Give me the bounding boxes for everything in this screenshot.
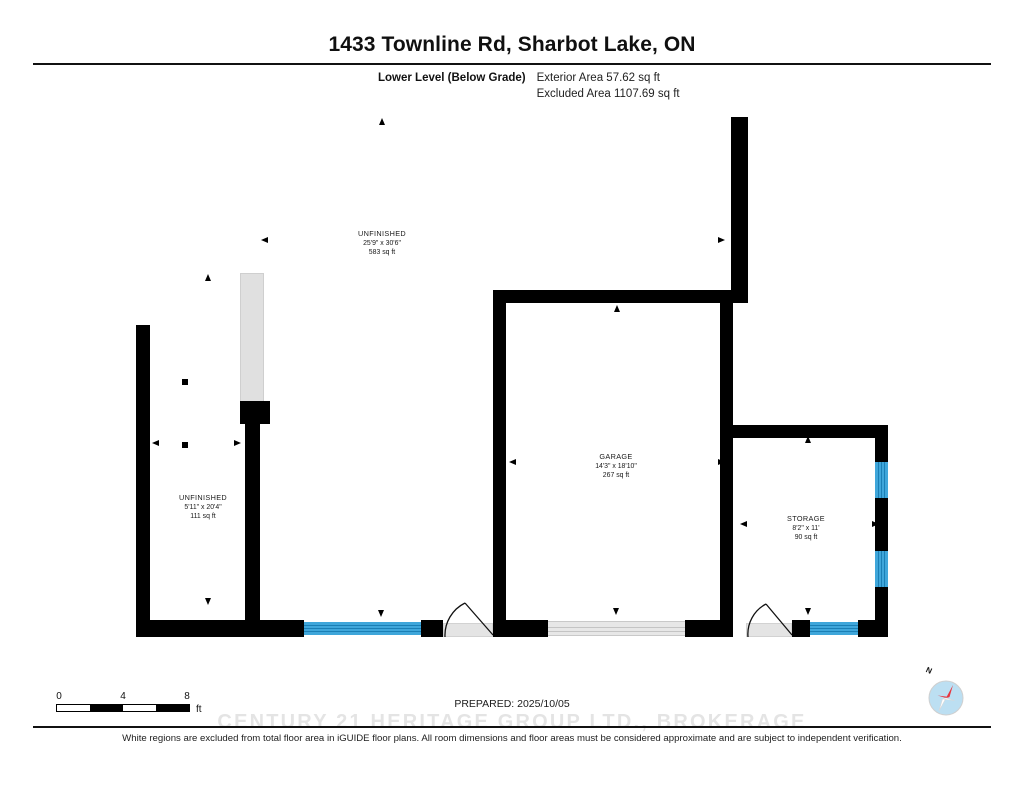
wall-node-storage-bottom [792,620,810,637]
room-dimensions: 5'11" x 20'4" [184,503,222,511]
scale-unit-label: ft [196,704,202,715]
footer-divider [33,726,991,728]
wall-storage-top [733,425,888,438]
scale-tick-8: 8 [184,691,190,702]
partition-light-wall [240,273,264,402]
wall-garage-right [720,290,733,630]
room-area: 111 sq ft [190,513,216,520]
prepared-date: PREPARED: 2025/10/05 [454,698,570,710]
dim-arrow-garage-bottom [613,608,619,615]
scale-tick-4: 4 [120,691,126,702]
compass-rose: N [924,665,968,720]
dim-arrow-garage-left [509,459,516,465]
door-swing-left-entry [444,602,494,638]
room-name: GARAGE [599,452,633,461]
disclaimer-text: White regions are excluded from total fl… [122,733,902,744]
scale-tick-labels: 0 4 8 [56,691,190,704]
dim-arrow-leftroom-bottom [205,598,211,605]
scale-bar: 0 4 8 ft [56,691,202,715]
room-dimensions: 25'9" x 30'6" [363,239,401,247]
room-dimensions: 14'3" x 18'10" [595,462,637,470]
wall-bottom-left-room [136,620,304,637]
scale-segment-2 [90,705,123,711]
room-area: 267 sq ft [602,472,630,479]
dim-arrow-storage-left [740,521,747,527]
dim-arrow-storage-top [805,436,811,443]
window-storage-bottom [810,622,858,635]
wall-garage-top [493,290,748,303]
room-name: UNFINISHED [357,229,407,238]
room-label-unfinished-main: UNFINISHED 25'9" x 30'6" 583 sq ft [358,229,406,258]
dim-arrow-garage-top [614,305,620,312]
dim-arrow-storage-bottom [805,608,811,615]
wall-garage-left [493,290,506,630]
scale-tick-0: 0 [56,691,62,702]
wall-storage-right [875,425,888,637]
room-area: 583 sq ft [368,249,396,256]
room-label-garage: GARAGE 14'3" x 18'10" 267 sq ft [595,452,637,481]
room-name: STORAGE [787,514,825,523]
door-panel-storage [746,623,792,637]
door-panel-left-entry [443,623,493,637]
dim-arrow-unfinished-left [261,237,268,243]
door-swing-storage [747,603,793,638]
room-name: UNFINISHED [178,493,228,502]
dim-arrow-unfinished-top [379,118,385,125]
scale-bar-segments [56,704,190,712]
wall-node-storage-corner [858,620,888,637]
dim-arrow-leftroom-right [234,440,241,446]
wall-left-room-outer [136,325,150,637]
dim-arrow-unfinished-right [718,237,725,243]
column-lower [182,442,188,448]
excluded-area-text: Excluded Area 1107.69 sq ft [536,87,680,100]
scale-segment-4 [156,705,189,711]
wall-node-garage-right-bottom [685,620,733,637]
wall-node-garage-left-bottom [493,620,548,637]
window-storage-right-upper [875,462,888,498]
wall-node-partition-base [240,401,270,424]
window-storage-right-lower [875,551,888,587]
dim-arrow-leftroom-left [152,440,159,446]
wall-upper-right-vertical [731,117,748,302]
garage-overhead-door [548,621,685,636]
room-dimensions: 8'2" x 11' [792,524,820,532]
room-area: 90 sq ft [794,534,818,541]
window-bottom-left [304,622,421,635]
exterior-area-text: Exterior Area 57.62 sq ft [536,72,660,84]
room-label-unfinished-left: UNFINISHED 5'11" x 20'4" 111 sq ft [179,493,227,522]
column-upper [182,379,188,385]
wall-node-bottom-1 [421,620,443,637]
header-divider [33,63,991,65]
room-label-storage: STORAGE 8'2" x 11' 90 sq ft [787,514,825,543]
dim-arrow-garage-right [718,459,725,465]
level-summary: Lower Level (Below Grade) Exterior Area … [378,71,680,102]
dim-arrow-partition-top [205,274,211,281]
level-label: Lower Level (Below Grade) [378,72,526,84]
area-summary: Exterior Area 57.62 sq ft Excluded Area … [537,71,680,102]
page-title: 1433 Townline Rd, Sharbot Lake, ON [328,33,696,56]
dim-arrow-bottom-window [378,610,384,617]
dim-arrow-storage-right [872,521,879,527]
wall-left-room-inner [245,402,260,637]
compass-icon [928,680,964,716]
